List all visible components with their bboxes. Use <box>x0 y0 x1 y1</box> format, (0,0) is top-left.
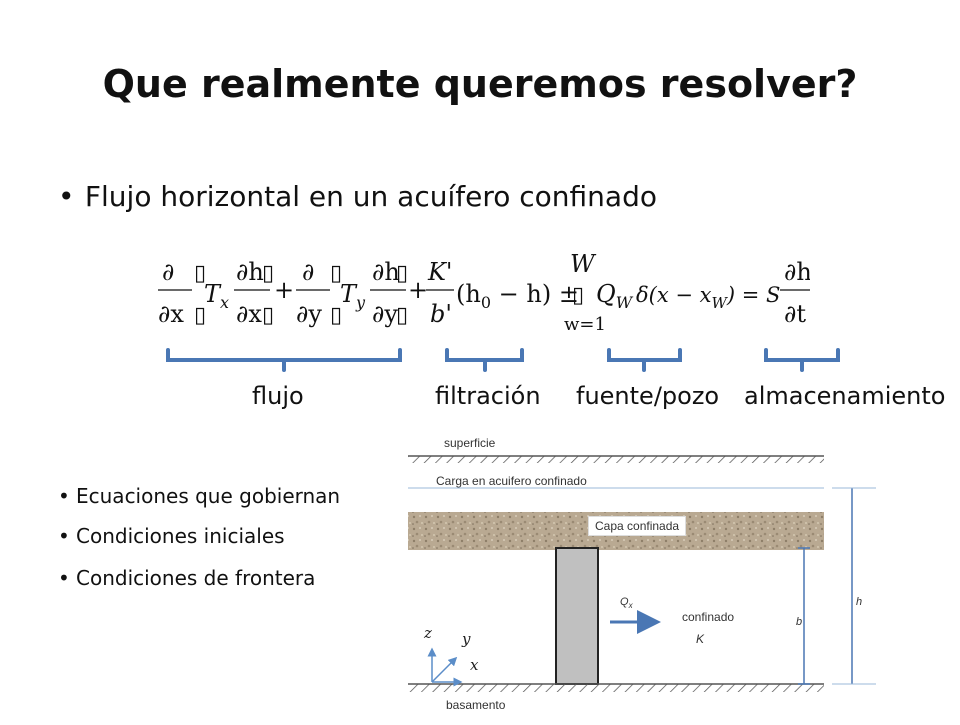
sub-bullet-text: Condiciones iniciales <box>76 524 285 548</box>
eq-dy1: ∂y <box>296 300 322 328</box>
label-qx: Qx <box>620 596 633 611</box>
eq-plus1: + <box>274 276 294 304</box>
eq-plus2: + <box>408 276 428 304</box>
sub-bullet-text: Ecuaciones que gobiernan <box>76 484 341 508</box>
eq-d1: ∂ <box>162 258 174 286</box>
eq-box1: ▯ <box>194 261 206 286</box>
eq-box6: ▯ <box>330 303 342 328</box>
surface-hatch <box>408 456 824 463</box>
eq-box7: ▯ <box>396 261 408 286</box>
label-basamento: basamento <box>446 698 506 712</box>
eq-bp: b' <box>430 300 452 328</box>
bullet-dot: • <box>58 524 70 548</box>
sub-bullet-3: •Condiciones de frontera <box>58 566 315 590</box>
brace-fuente <box>607 348 682 372</box>
label-filtracion: filtración <box>435 382 541 410</box>
eq-box4: ▯ <box>262 303 274 328</box>
eq-dh1: ∂h <box>236 258 264 286</box>
label-fuente: fuente/pozo <box>576 382 720 410</box>
eq-dx1: ∂x <box>158 300 184 328</box>
eq-sum-symbol: ▯ <box>572 283 584 308</box>
label-carga: Carga en acuifero confinado <box>436 474 587 488</box>
brace-filtracion <box>445 348 524 372</box>
bullet-dot: • <box>58 484 70 508</box>
label-k: K <box>696 632 705 646</box>
eq-dy2: ∂y <box>372 300 398 328</box>
eq-dh2: ∂h <box>372 258 400 286</box>
eq-Ty: Ty <box>340 280 366 312</box>
label-confinado: confinado <box>682 610 735 624</box>
eq-box2: ▯ <box>194 303 206 328</box>
eq-delta: δ(x − xW) = S <box>636 283 780 312</box>
label-almacenamiento: almacenamiento <box>744 382 946 410</box>
eq-Tx: Tx <box>204 280 229 312</box>
eq-d2: ∂ <box>302 258 314 286</box>
y-axis <box>431 656 458 683</box>
well <box>555 547 599 685</box>
label-axis-z: z <box>424 624 432 642</box>
label-b: b <box>796 616 803 628</box>
label-capa-confinada: Capa confinada <box>588 516 687 536</box>
eq-box3: ▯ <box>262 261 274 286</box>
governing-equation: ∂ ∂x ▯ ▯ Tx ∂h ∂x ▯ ▯ + ∂ ∂y ▯ ▯ Ty ∂h ∂… <box>158 250 810 335</box>
eq-dt: ∂t <box>784 300 806 328</box>
sub-bullet-1: •Ecuaciones que gobiernan <box>58 484 340 508</box>
brace-almacenamiento <box>764 348 840 372</box>
label-axis-x: x <box>470 656 479 674</box>
base-hatch <box>408 684 824 692</box>
brace-flujo <box>166 348 402 372</box>
eq-box8: ▯ <box>396 303 408 328</box>
bullet-dot: • <box>58 180 75 213</box>
brace-group <box>166 348 840 372</box>
label-superficie: superficie <box>444 436 496 450</box>
sub-bullet-text: Condiciones de frontera <box>76 566 316 590</box>
eq-box5: ▯ <box>330 261 342 286</box>
label-axis-y: y <box>462 630 471 648</box>
sub-bullet-2: •Condiciones iniciales <box>58 524 285 548</box>
eq-sum-bottom: w=1 <box>564 314 606 335</box>
main-bullet: • Flujo horizontal en un acuífero confin… <box>58 180 657 213</box>
eq-dx2: ∂x <box>236 300 262 328</box>
bullet-dot: • <box>58 566 70 590</box>
eq-sum-top: W <box>570 250 597 278</box>
eq-Kp: K' <box>427 258 453 286</box>
slide-title: Que realmente queremos resolver? <box>102 62 858 106</box>
label-flujo: flujo <box>252 382 304 410</box>
eq-h0h: (h0 − h) ± <box>456 280 579 312</box>
eq-Qw: QW <box>596 280 634 312</box>
eq-dh3: ∂h <box>784 258 810 286</box>
label-h: h <box>856 596 863 608</box>
main-bullet-text: Flujo horizontal en un acuífero confinad… <box>84 180 657 213</box>
aquifer-diagram: superficie Carga en acuifero confinado C… <box>400 430 960 720</box>
